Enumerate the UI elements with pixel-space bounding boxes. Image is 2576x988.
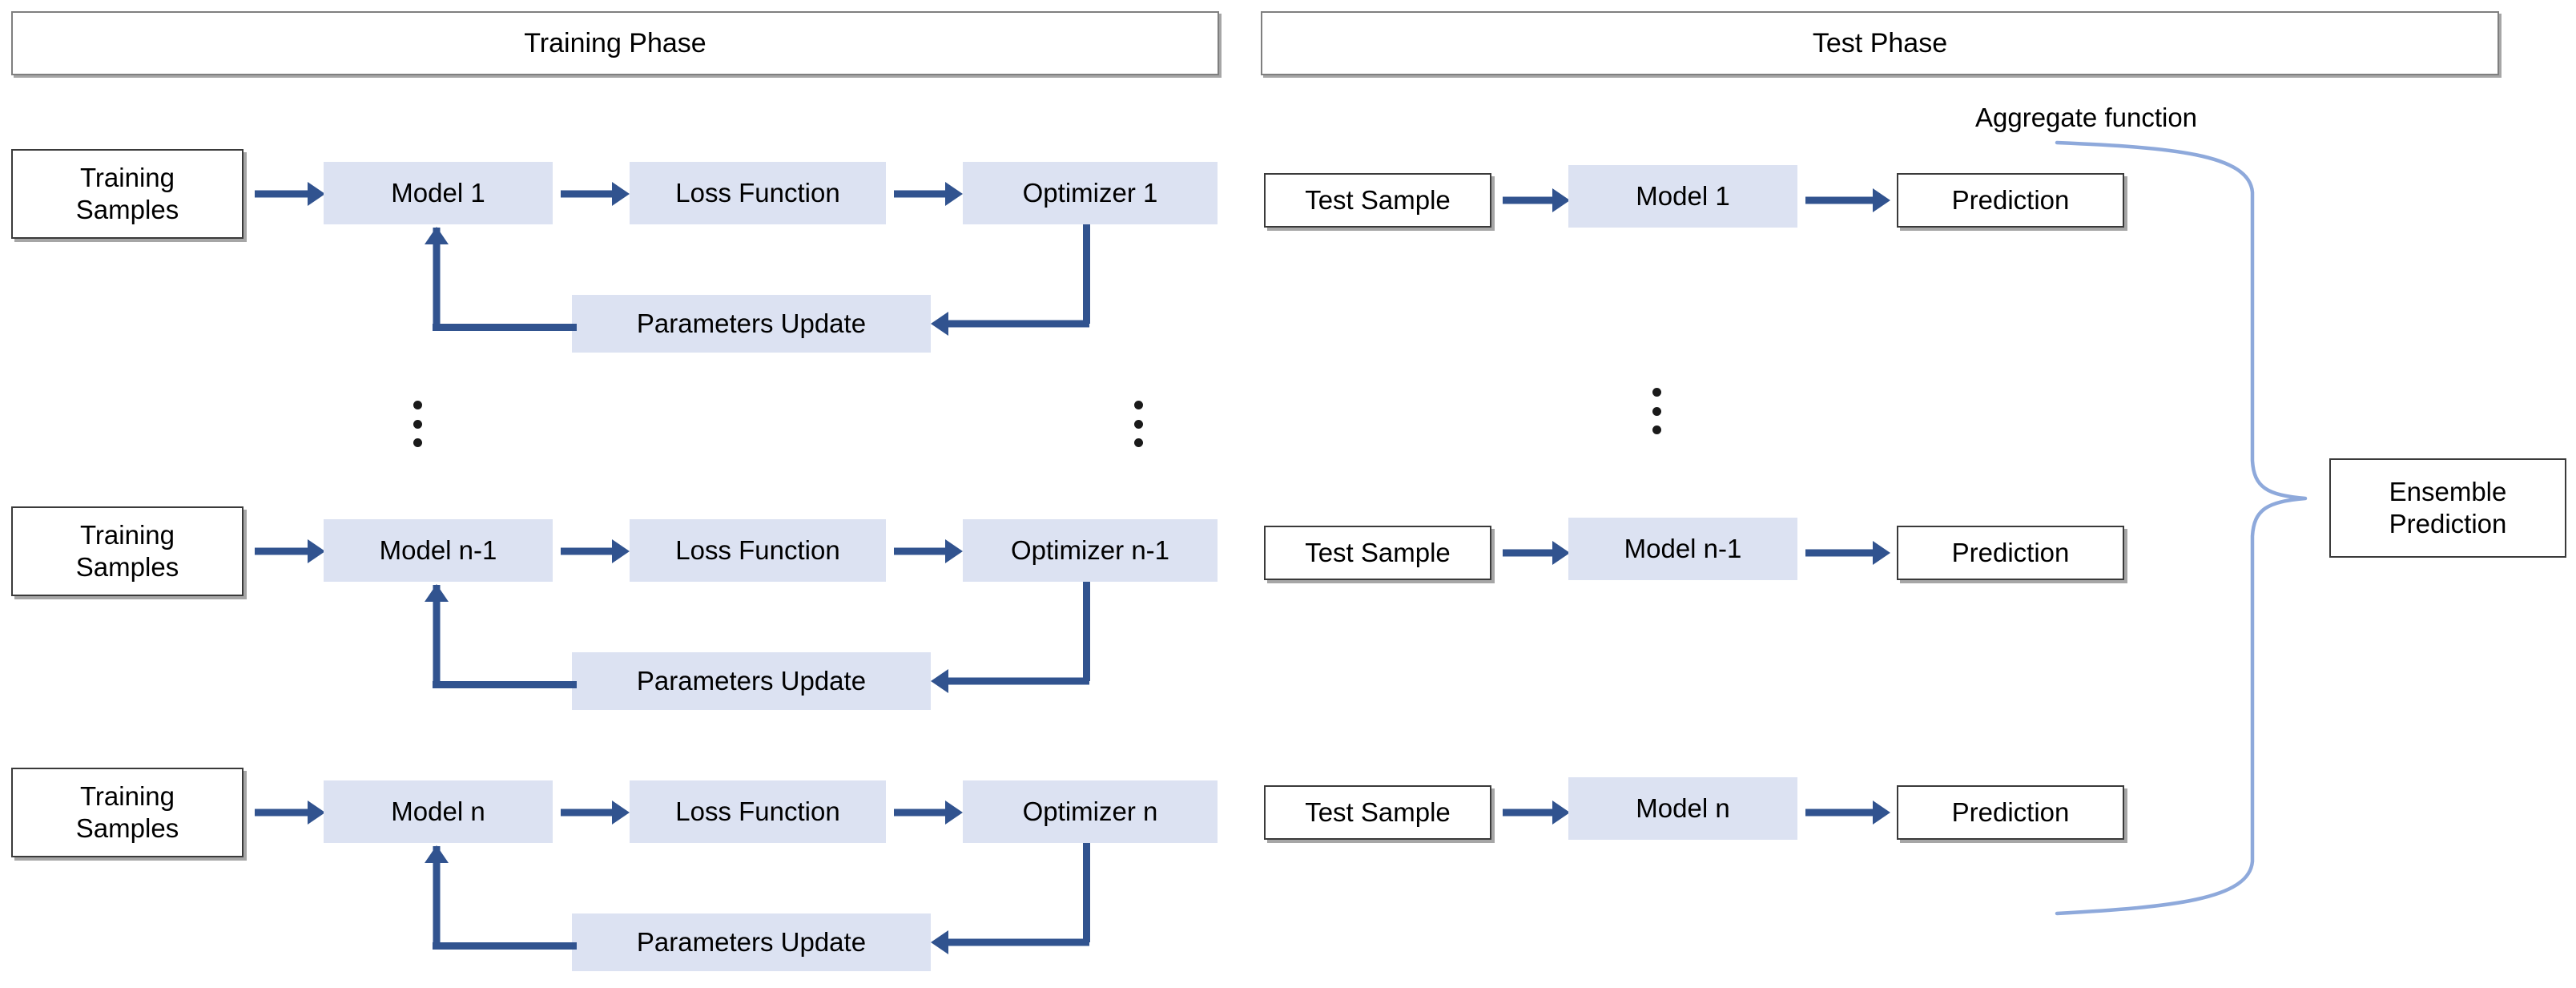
parameters-update-label-3: Parameters Update	[636, 927, 867, 957]
training-samples-label-line2: Samples	[75, 195, 179, 224]
parameters-update-box-3: Parameters Update	[572, 913, 931, 971]
test-sample-box-3: Test Sample	[1264, 785, 1491, 840]
training-samples-label-line1: Training	[80, 519, 175, 550]
optimizer-label-3: Optimizer n	[1022, 796, 1158, 826]
loss-function-label-2: Loss Function	[675, 535, 840, 565]
loss-function-box-3: Loss Function	[630, 780, 886, 843]
optimizer-label-2: Optimizer n-1	[1010, 535, 1170, 565]
test-sample-box-2: Test Sample	[1264, 526, 1491, 580]
model-box-1: Model 1	[324, 162, 553, 224]
prediction-label-1: Prediction	[1951, 184, 2070, 215]
model-box-3: Model n	[324, 780, 553, 843]
loss-function-label-1: Loss Function	[675, 178, 840, 208]
ensemble-prediction-line1: Ensemble	[2389, 476, 2507, 506]
test-sample-label-1: Test Sample	[1305, 184, 1451, 215]
feedback-line-left-3	[433, 942, 577, 950]
training-samples-box-3: Training Samples	[11, 768, 244, 857]
parameters-update-label-1: Parameters Update	[636, 308, 867, 338]
optimizer-box-2: Optimizer n-1	[963, 519, 1218, 582]
model-label-1: Model 1	[391, 178, 485, 208]
training-samples-label-line2: Samples	[75, 552, 179, 582]
test-model-label-2: Model n-1	[1624, 534, 1742, 563]
feedback-line-left-1	[433, 324, 577, 331]
prediction-box-2: Prediction	[1897, 526, 2124, 580]
arrow-update-to-model-1	[424, 227, 449, 327]
prediction-label-2: Prediction	[1951, 537, 2070, 567]
aggregate-function-label: Aggregate function	[1975, 103, 2198, 132]
training-ellipsis-right	[1133, 401, 1143, 447]
ensemble-prediction-box: Ensemble Prediction	[2329, 458, 2566, 558]
ensemble-prediction-line2: Prediction	[2389, 509, 2507, 538]
optimizer-box-3: Optimizer n	[963, 780, 1218, 843]
arrow-update-to-model-3	[424, 845, 449, 946]
prediction-box-3: Prediction	[1897, 785, 2124, 840]
test-phase-header: Test Phase	[1261, 11, 2499, 75]
training-phase-header: Training Phase	[11, 11, 1219, 75]
training-samples-label-line2: Samples	[75, 813, 179, 843]
test-sample-label-3: Test Sample	[1305, 796, 1451, 827]
loss-function-box-1: Loss Function	[630, 162, 886, 224]
test-model-box-3: Model n	[1568, 777, 1797, 840]
training-phase-title: Training Phase	[524, 27, 706, 58]
parameters-update-box-1: Parameters Update	[572, 295, 931, 353]
training-samples-box-2: Training Samples	[11, 506, 244, 596]
parameters-update-box-2: Parameters Update	[572, 652, 931, 710]
model-label-3: Model n	[391, 796, 485, 826]
arrow-update-to-model-2	[424, 584, 449, 684]
model-label-2: Model n-1	[379, 535, 497, 565]
feedback-line-down-2	[1083, 582, 1090, 681]
optimizer-box-1: Optimizer 1	[963, 162, 1218, 224]
test-phase-title: Test Phase	[1812, 27, 1948, 58]
test-ellipsis	[1652, 388, 1661, 434]
training-samples-label-line1: Training	[80, 780, 175, 811]
loss-function-box-2: Loss Function	[630, 519, 886, 582]
feedback-line-left-2	[433, 681, 577, 688]
training-ellipsis-left	[413, 401, 422, 447]
test-sample-box-1: Test Sample	[1264, 173, 1491, 228]
feedback-line-down-3	[1083, 843, 1090, 942]
aggregate-brace	[2051, 136, 2323, 921]
training-samples-box-1: Training Samples	[11, 149, 244, 239]
test-model-box-2: Model n-1	[1568, 518, 1797, 580]
test-model-label-1: Model 1	[1636, 181, 1730, 211]
test-model-label-3: Model n	[1636, 793, 1730, 823]
loss-function-label-3: Loss Function	[675, 796, 840, 826]
training-samples-label-line1: Training	[80, 162, 175, 192]
test-sample-label-2: Test Sample	[1305, 537, 1451, 567]
optimizer-label-1: Optimizer 1	[1022, 178, 1158, 208]
test-model-box-1: Model 1	[1568, 165, 1797, 228]
prediction-label-3: Prediction	[1951, 796, 2070, 827]
feedback-line-down-1	[1083, 224, 1090, 324]
parameters-update-label-2: Parameters Update	[636, 666, 867, 696]
prediction-box-1: Prediction	[1897, 173, 2124, 228]
model-box-2: Model n-1	[324, 519, 553, 582]
